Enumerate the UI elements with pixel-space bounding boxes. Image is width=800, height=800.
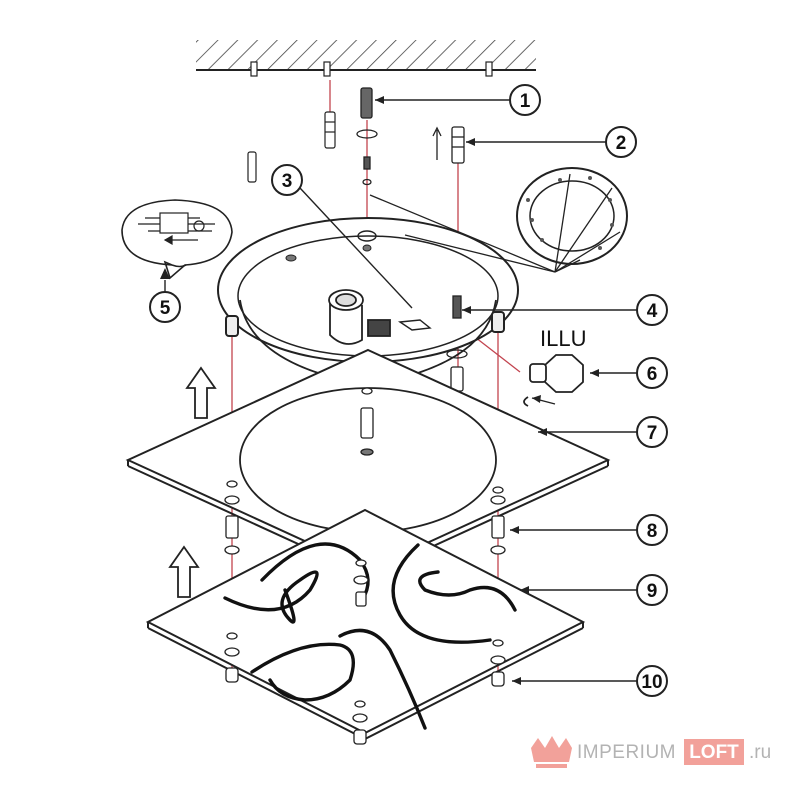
watermark-domain: .ru xyxy=(749,742,771,763)
bulb-label: ILLU xyxy=(540,326,586,351)
wall-anchor-left xyxy=(247,111,336,183)
cap-screw-bottom xyxy=(352,700,368,745)
watermark-brand-part2: LOFT xyxy=(689,742,739,763)
wire-clip-3 xyxy=(397,319,432,331)
callout-2: 2 xyxy=(605,126,637,158)
standoff-right xyxy=(490,486,506,555)
leader-lines xyxy=(164,99,637,682)
bulb-illu xyxy=(523,354,584,407)
standoff-center-upper xyxy=(360,387,374,456)
callout-1-number: 1 xyxy=(520,91,531,112)
callout-4: 4 xyxy=(636,294,668,326)
callout-8-number: 8 xyxy=(647,521,658,542)
callout-1: 1 xyxy=(509,84,541,116)
standoff-left xyxy=(224,480,240,555)
up-arrow-1 xyxy=(185,366,217,419)
callout-7-number: 7 xyxy=(647,423,658,444)
cap-screw-right xyxy=(490,639,506,687)
callout-2-number: 2 xyxy=(616,133,627,154)
callout-3: 3 xyxy=(271,164,303,196)
watermark: IMPERIUM LOFT .ru xyxy=(531,736,771,768)
cap-screw-center xyxy=(353,559,369,607)
up-arrow-2 xyxy=(168,545,200,598)
callout-8: 8 xyxy=(636,514,668,546)
watermark-loft-box xyxy=(684,739,744,765)
plate-decoration xyxy=(223,542,517,730)
callout-5-number: 5 xyxy=(160,298,171,319)
ceiling xyxy=(196,40,536,77)
lamp-socket xyxy=(328,289,391,345)
callout-7: 7 xyxy=(636,416,668,448)
callout-5: 5 xyxy=(149,291,181,323)
connector-detail-bubble xyxy=(121,199,233,280)
terminal-block-detail xyxy=(369,167,628,273)
callout-10: 10 xyxy=(636,665,668,697)
wall-anchor-2 xyxy=(432,126,465,164)
callout-4-number: 4 xyxy=(647,301,658,322)
callout-9: 9 xyxy=(636,574,668,606)
callout-10-number: 10 xyxy=(641,672,662,693)
callout-6: 6 xyxy=(636,357,668,389)
screw-1 xyxy=(356,87,378,186)
callout-3-number: 3 xyxy=(282,171,293,192)
leader-arrowheads xyxy=(160,96,599,685)
crown-logo-icon xyxy=(531,736,572,768)
cap-screw-left xyxy=(224,632,240,683)
callout-9-number: 9 xyxy=(647,581,658,602)
callout-6-number: 6 xyxy=(647,364,658,385)
watermark-brand-part1: IMPERIUM xyxy=(577,742,676,763)
